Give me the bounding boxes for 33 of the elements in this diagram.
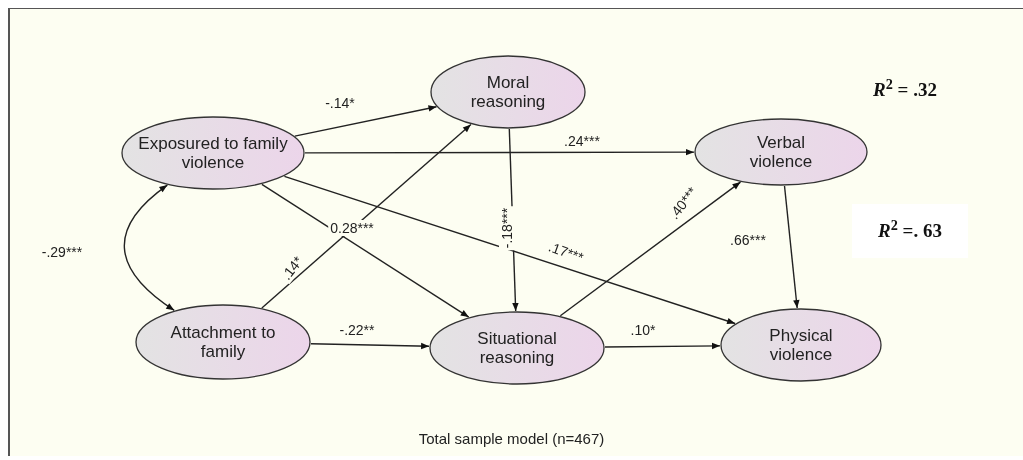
- variable-name: Moral reasoning: [469, 73, 547, 111]
- arrow: [604, 342, 721, 350]
- arrow: [304, 148, 695, 156]
- variable-name: Verbal violence: [748, 133, 814, 171]
- arrow: [261, 183, 470, 318]
- latent-variable-ellipse: [430, 55, 586, 129]
- arrow: [283, 175, 736, 325]
- arrow: [310, 342, 430, 350]
- path-coefficient: -.14*: [323, 95, 357, 111]
- path-coefficient: -.29***: [39, 244, 85, 260]
- variable-name: Situational reasoning: [476, 329, 558, 367]
- latent-variable-ellipse: [720, 308, 882, 382]
- variable-name: Physical violence: [768, 326, 834, 364]
- r-squared-label: R$^{2}$ =. 63: [878, 216, 942, 243]
- arrow: [261, 123, 472, 309]
- arrow: [123, 184, 175, 312]
- latent-variable-ellipse: [694, 118, 868, 186]
- path-coefficient: 0.28***: [328, 220, 376, 236]
- arrow: [294, 105, 438, 137]
- arrow: [783, 185, 800, 309]
- path-coefficient: -.22**: [337, 322, 377, 338]
- path-coefficient: .66***: [728, 232, 768, 248]
- latent-variable-ellipse: [121, 116, 305, 190]
- arrow: [559, 181, 742, 317]
- variable-name: Exposured to family violence: [138, 134, 288, 172]
- latent-variable-ellipse: [429, 311, 605, 385]
- path-coefficient: .10*: [628, 322, 658, 338]
- variable-name: Attachment to family: [169, 323, 277, 361]
- caption: Total sample model (n=467): [418, 430, 605, 447]
- path-coefficient: -.18***: [499, 205, 515, 251]
- path-coefficient: .24***: [562, 133, 602, 149]
- r-squared-label: R$^{2}$ = .32: [873, 75, 937, 102]
- latent-variable-ellipse: [135, 304, 311, 380]
